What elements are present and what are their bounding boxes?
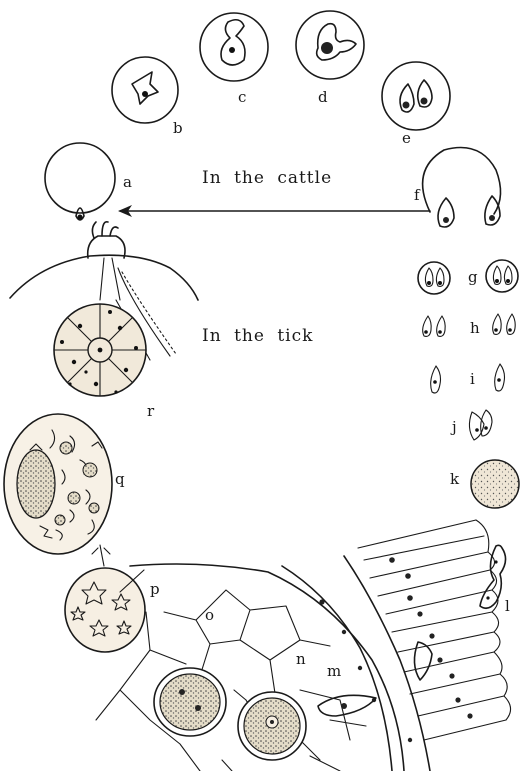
label-b: b: [173, 119, 183, 137]
label-d: d: [318, 88, 328, 106]
stage-a-blood-cell: [45, 143, 115, 220]
stage-k-spherical-form: [471, 460, 519, 508]
label-o: o: [205, 606, 214, 624]
label-m: m: [327, 662, 341, 680]
caption-in-the-tick: In the tick: [202, 326, 313, 346]
stage-e-blood-cell: [382, 62, 450, 130]
label-j: j: [450, 418, 457, 436]
label-e: e: [402, 129, 411, 147]
stage-b-blood-cell: [112, 57, 178, 123]
stage-r-tick-salivary-gland: [10, 222, 198, 396]
label-c: c: [238, 88, 246, 106]
stage-h-parasites: [423, 314, 516, 336]
stage-i-parasites: [431, 364, 505, 393]
stage-j-parasites: [469, 410, 492, 440]
stage-c-blood-cell: [200, 13, 268, 81]
label-q: q: [115, 470, 125, 488]
stage-m-parasite: [318, 695, 376, 716]
caption-in-the-cattle: In the cattle: [202, 168, 332, 188]
label-l: l: [505, 597, 510, 615]
label-k: k: [450, 470, 460, 488]
label-f: f: [414, 186, 421, 204]
stage-q-infected-cell: [4, 414, 112, 566]
stage-l-vermicule: [480, 545, 506, 608]
stage-o-egg-2: [238, 692, 306, 760]
label-n: n: [296, 650, 306, 668]
stage-d-blood-cell: [296, 11, 364, 79]
label-r: r: [147, 402, 155, 420]
label-p: p: [150, 580, 160, 598]
label-i: i: [470, 370, 475, 388]
stage-o-egg-1: [154, 668, 226, 736]
stage-f-blood-cell: [423, 148, 501, 228]
label-g: g: [468, 268, 478, 286]
label-h: h: [470, 319, 480, 337]
label-a: a: [123, 173, 132, 191]
arrow-f-to-a: [118, 205, 430, 217]
